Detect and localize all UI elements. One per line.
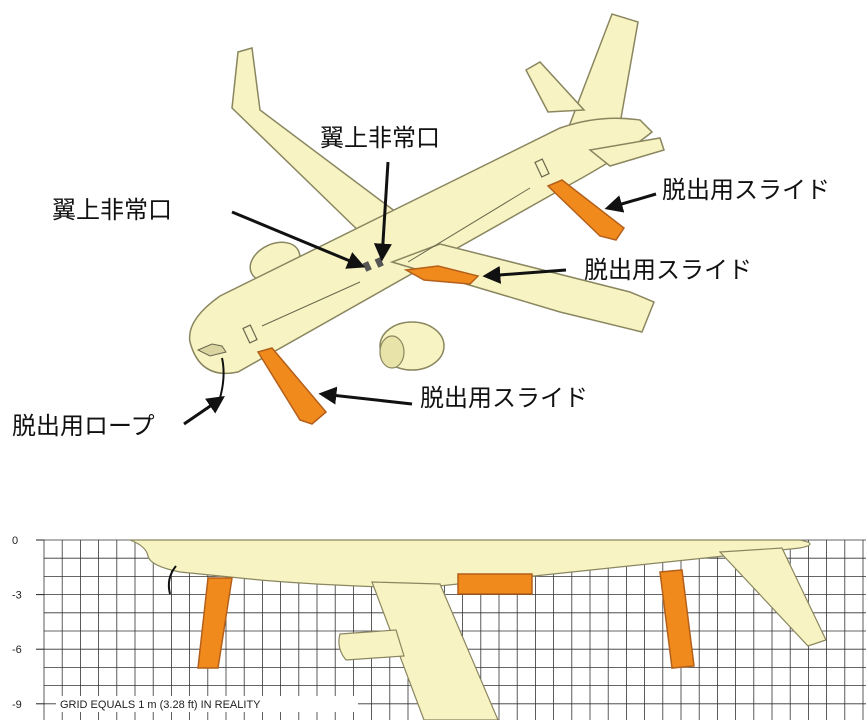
aircraft-3d-view [183,13,665,426]
label-rope: 脱出用ロープ [12,412,155,440]
plan-tail [718,547,827,647]
arrow-slide-front [318,386,413,406]
plan-rope [167,565,177,595]
horizontal-stabilizer-near [588,137,665,167]
label-slide-overwing: 脱出用スライド [584,256,752,284]
slide-overwing [403,265,480,285]
label-slide-front: 脱出用スライド [420,384,588,412]
wing-near [389,243,655,333]
label-slide-rear: 脱出用スライド [662,176,830,204]
plan-slide-overwing [457,573,533,595]
escape-rope [219,357,225,399]
plan-slide-rear [659,569,695,669]
slide-rear [546,179,626,241]
grid-caption: GRID EQUALS 1 m (3.28 ft) IN REALITY [60,699,261,711]
arrow-rope [183,395,225,426]
rear-door [534,158,550,178]
arrow-slide-overwing [482,265,567,284]
cabin-windows [261,187,531,327]
arrow-slide-rear [604,192,657,213]
arrow-overwing-2 [373,161,392,262]
horizontal-stabilizer-far [525,61,586,113]
slide-front [256,347,328,425]
engine-near [379,321,445,371]
grid-tick-label: 0 [12,535,18,547]
grid-plan-view: 0 -3 -6 -9 GRID EQUALS 1 m (3.28 ft) IN REA… [12,535,866,721]
label-overwing-exit-top: 翼上非常口 [320,124,440,152]
grid-tick-label: -9 [12,699,22,711]
cockpit-windows [196,343,227,357]
front-door [242,324,258,344]
label-overwing-exit-left: 翼上非常口 [52,196,172,224]
plan-slide-front [197,577,233,669]
plan-fuselage [129,539,811,589]
arrow-overwing-1 [231,210,366,269]
grid-tick-label: -3 [12,590,22,602]
grid-tick-label: -6 [12,644,22,656]
plan-engine [338,629,405,661]
